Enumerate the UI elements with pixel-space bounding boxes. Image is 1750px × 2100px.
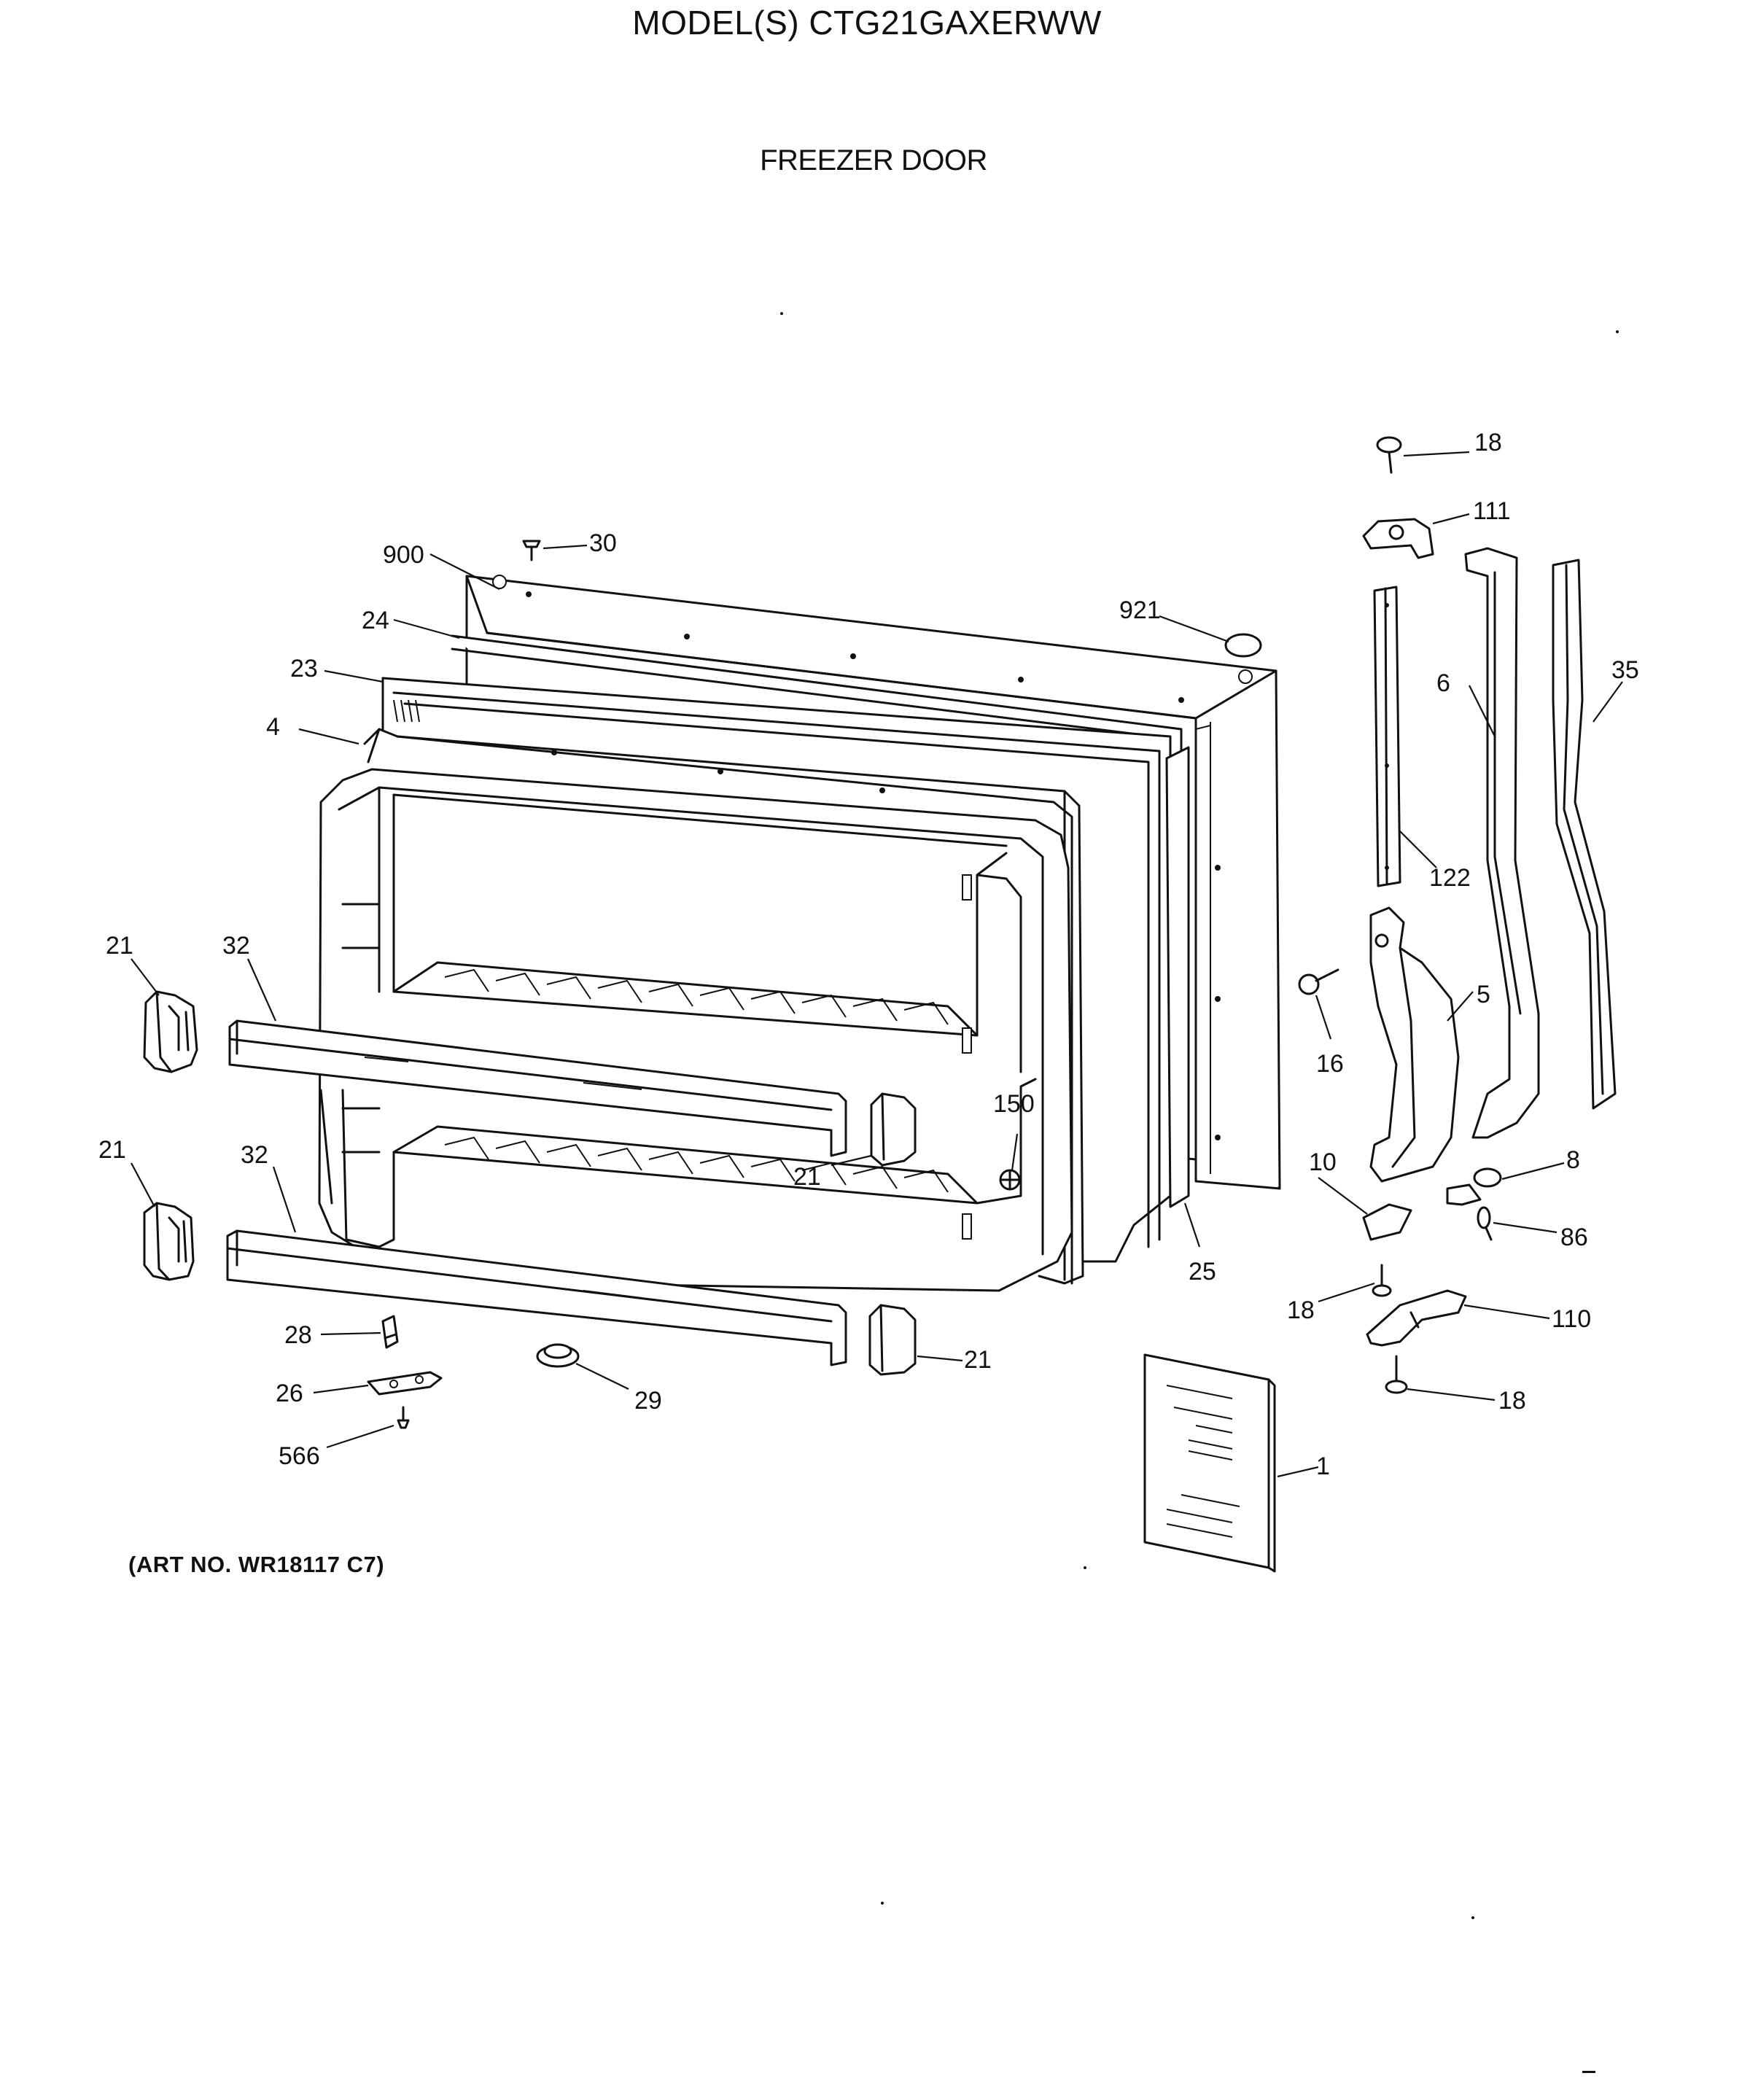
callout-18: 18 [1474,429,1502,456]
handle-trim-35 [1552,559,1617,1110]
callout-5: 5 [1477,981,1490,1008]
leader-lines [131,451,1623,1478]
callout-122: 122 [1429,864,1471,892]
model-title: MODEL(S) CTG21GAXERWW [632,4,1102,42]
callout-16: 16 [1316,1050,1344,1078]
liner-body [318,768,1073,1292]
shelf-bar-upper [228,1019,847,1157]
callout-8: 8 [1566,1146,1580,1174]
callout-25: 25 [1189,1258,1216,1286]
callout-30: 30 [589,529,617,557]
callout-566: 566 [279,1442,320,1470]
screw-30 [522,540,541,561]
callout-21-lower: 21 [98,1136,126,1164]
callout-29: 29 [634,1387,662,1415]
callout-86: 86 [1560,1224,1588,1251]
screw-86 [1477,1206,1493,1241]
callout-24: 24 [362,607,389,634]
end-cap-upper-right [870,1092,917,1167]
pin-28 [381,1315,399,1349]
plug-29 [536,1343,580,1368]
callout-150: 150 [993,1090,1035,1118]
callout-32-lower: 32 [241,1141,268,1169]
callout-921: 921 [1119,596,1161,624]
end-cap-lower-right [868,1304,917,1376]
callout-35: 35 [1611,656,1639,684]
callout-18-mid: 18 [1287,1296,1315,1324]
upper-hinge-111 [1362,518,1434,559]
door-stop-8 [1446,1167,1502,1206]
center-hinge-110 [1366,1289,1467,1347]
use-and-care-manual [1143,1353,1276,1573]
callout-6: 6 [1436,669,1450,697]
callout-4: 4 [266,713,280,741]
plug-button-921 [1224,633,1262,658]
screw-150 [999,1169,1021,1191]
callout-21-mid: 21 [793,1163,821,1191]
screw-16 [1298,968,1339,995]
screw-566 [397,1406,410,1429]
callout-10: 10 [1309,1148,1337,1176]
callout-110: 110 [1552,1305,1591,1333]
screw-18-top [1376,436,1402,474]
art-number: (ART NO. WR18117 C7) [128,1552,385,1577]
section-title: FREEZER DOOR [760,144,987,176]
end-cap-lower-left [143,1202,195,1281]
callout-21-bottom: 21 [964,1346,992,1374]
callout-28: 28 [284,1321,312,1349]
bracket-26 [367,1371,443,1396]
callout-18-bottom: 18 [1498,1387,1526,1415]
callout-32: 32 [222,932,250,960]
door-trim-strip [1165,746,1190,1208]
screw-18-mid [1372,1264,1392,1297]
handle-5 [1369,906,1460,1183]
shelf-bar-lower [226,1229,847,1366]
handle-mounting-bar-6 [1464,547,1540,1139]
callout-26: 26 [276,1380,303,1407]
scan-specks [780,312,1619,2073]
callout-labels: 18 111 30 900 921 24 23 6 35 4 122 21 32… [98,429,1639,1480]
callout-111: 111 [1473,497,1511,525]
callout-900: 900 [383,541,424,569]
screw-18-bottom [1385,1355,1408,1394]
callout-21: 21 [106,932,133,960]
bushing-10 [1362,1203,1412,1241]
callout-23: 23 [290,655,318,682]
end-cap-upper-left [143,990,198,1073]
callout-1: 1 [1316,1452,1330,1480]
hinge-bracket-122 [1373,586,1401,887]
